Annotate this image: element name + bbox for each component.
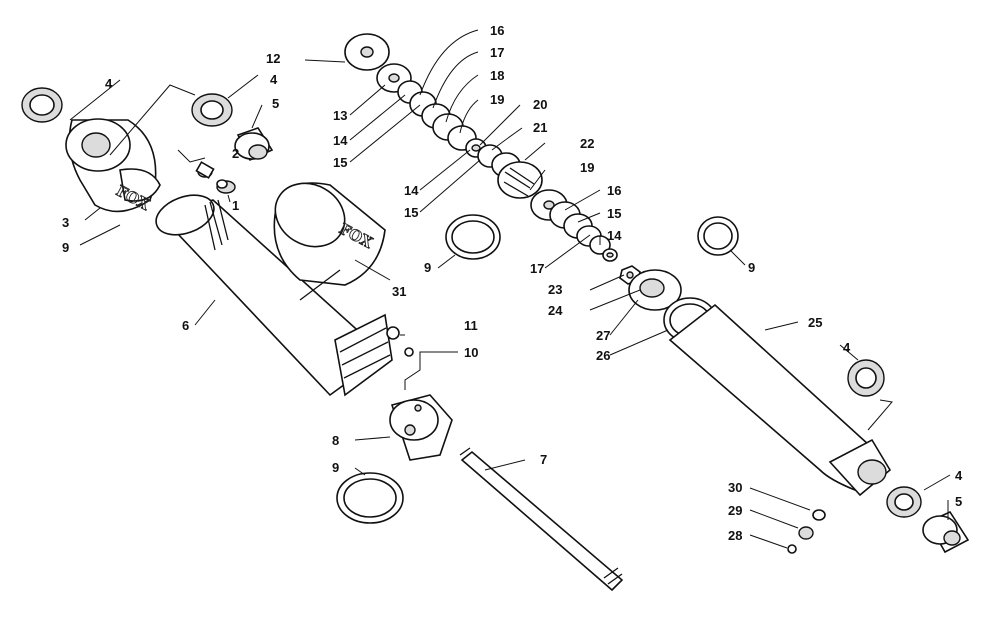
label-4b: 4 xyxy=(270,72,278,87)
seal-9-center xyxy=(445,214,501,260)
label-4a: 4 xyxy=(105,76,113,91)
callout-labels: 1 2 3 4 4 4 4 5 5 6 7 8 9 9 9 9 10 11 12… xyxy=(62,23,963,543)
fitting-2 xyxy=(195,161,215,179)
sleeve-5-upper xyxy=(234,127,274,162)
label-20: 20 xyxy=(533,97,547,112)
label-2: 2 xyxy=(232,146,239,161)
label-12: 12 xyxy=(266,51,280,66)
label-9d: 9 xyxy=(748,260,755,275)
seal-9-right xyxy=(697,216,739,256)
label-9c: 9 xyxy=(424,260,431,275)
bushing-4-upper-right xyxy=(191,93,233,127)
shaft-7 xyxy=(459,447,624,592)
label-26: 26 xyxy=(596,348,610,363)
label-5a: 5 xyxy=(272,96,279,111)
body-25 xyxy=(668,303,892,497)
label-8: 8 xyxy=(332,433,339,448)
fitting-29 xyxy=(798,526,814,540)
bushing-4-right-mid xyxy=(847,359,885,397)
label-1: 1 xyxy=(232,198,239,213)
label-16a: 16 xyxy=(490,23,504,38)
valve-1 xyxy=(216,179,236,194)
reservoir-can-31: FOX xyxy=(273,182,386,301)
label-25: 25 xyxy=(808,315,822,330)
cap-27 xyxy=(628,269,682,311)
label-27: 27 xyxy=(596,328,610,343)
label-14a: 14 xyxy=(333,133,348,148)
ball-10 xyxy=(404,347,414,357)
piston-8 xyxy=(389,394,453,461)
leader-lines xyxy=(69,29,951,549)
label-6: 6 xyxy=(182,318,189,333)
label-30: 30 xyxy=(728,480,742,495)
label-4d: 4 xyxy=(955,468,963,483)
label-3: 3 xyxy=(62,215,69,230)
reservoir-head-3: FOX xyxy=(65,118,161,215)
label-17b: 17 xyxy=(530,261,544,276)
label-28: 28 xyxy=(728,528,742,543)
ball-28 xyxy=(787,544,797,554)
label-4c: 4 xyxy=(843,340,851,355)
label-29: 29 xyxy=(728,503,742,518)
sleeve-5-lower xyxy=(922,510,970,554)
seal-9-lower-left xyxy=(336,472,404,524)
fitting-30 xyxy=(812,509,826,521)
label-17a: 17 xyxy=(490,45,504,60)
label-15b: 15 xyxy=(404,205,418,220)
bushing-4-upper-left xyxy=(21,87,63,123)
label-7: 7 xyxy=(540,452,547,467)
ball-11 xyxy=(386,326,400,340)
washer-stack-2 xyxy=(530,189,618,262)
label-9a: 9 xyxy=(62,240,69,255)
label-5b: 5 xyxy=(955,494,962,509)
label-14c: 14 xyxy=(607,228,622,243)
washer-stack xyxy=(344,33,543,199)
label-18: 18 xyxy=(490,68,504,83)
label-24: 24 xyxy=(548,303,563,318)
label-10: 10 xyxy=(464,345,478,360)
label-13: 13 xyxy=(333,108,347,123)
label-22: 22 xyxy=(580,136,594,151)
label-19b: 19 xyxy=(580,160,594,175)
label-9b: 9 xyxy=(332,460,339,475)
label-14b: 14 xyxy=(404,183,419,198)
label-31: 31 xyxy=(392,284,406,299)
label-15a: 15 xyxy=(333,155,347,170)
body-6 xyxy=(155,194,393,397)
label-15c: 15 xyxy=(607,206,621,221)
label-16b: 16 xyxy=(607,183,621,198)
bushing-4-right-low xyxy=(886,486,922,518)
label-21: 21 xyxy=(533,120,547,135)
label-23: 23 xyxy=(548,282,562,297)
label-19a: 19 xyxy=(490,92,504,107)
label-11: 11 xyxy=(464,318,478,333)
